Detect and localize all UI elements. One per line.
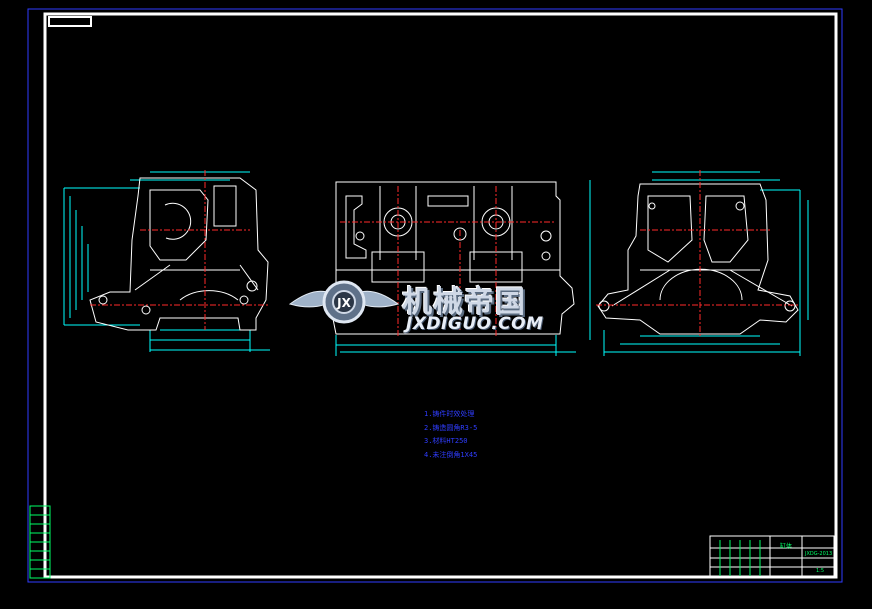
title-block-name: 缸体 [780,543,793,550]
technical-notes: 1.铸件时效处理 2.铸造圆角R3-5 3.材料HT250 4.未注倒角1X45 [424,408,477,462]
title-block-drawing-no: JXDG-2013 [805,551,833,557]
note-line: 3.材料HT250 [424,437,468,445]
note-line: 1.铸件时效处理 [424,410,475,418]
left-centerlines [90,170,270,330]
left-outline [89,177,269,331]
emblem-letters: JX [336,296,351,310]
corner-code-box [48,16,92,27]
right-centerlines [596,170,800,338]
outer-frame [27,8,843,583]
left-view [63,170,270,352]
center-dimensions [335,180,591,356]
left-strip-table [29,505,51,579]
watermark-brand-cn: 机械帝国 [402,285,526,320]
watermark-brand-en: JXDIGUO.COM [406,314,544,334]
title-block [709,535,835,577]
right-outline [597,183,799,335]
center-centerlines [340,186,556,336]
watermark-emblem: JX [288,280,400,324]
title-block-scale: 1:5 [816,568,825,574]
note-line: 2.铸造圆角R3-5 [424,423,478,432]
drawing-border [43,12,838,579]
left-dimensions [63,171,270,352]
right-view [596,170,809,356]
note-line: 4.未注倒角1X45 [424,450,478,459]
